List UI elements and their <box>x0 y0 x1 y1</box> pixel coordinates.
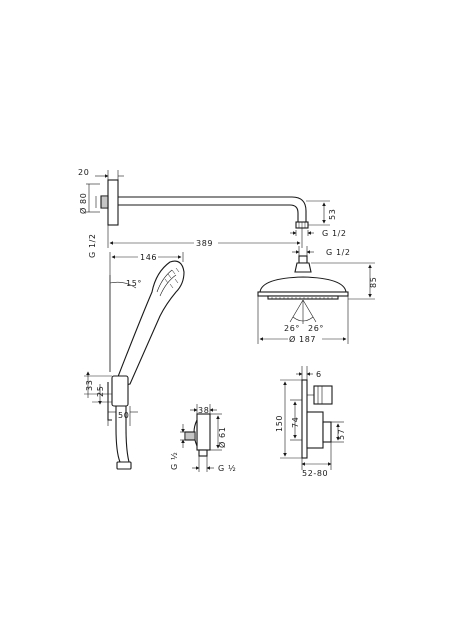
dim-hand-reach: 146 <box>140 253 157 262</box>
dim-valve-body-height: 74 <box>291 417 300 428</box>
dim-head-height: 85 <box>369 277 378 288</box>
arm-dimensions: 20 Ø 80 G 1/2 389 53 G 1/2 <box>78 168 347 258</box>
dim-head-angle-right: 26° <box>308 324 324 333</box>
outlet-dimensions: 38 Ø 61 G ½ G ½ <box>170 404 236 473</box>
dim-arm-thread: G 1/2 <box>88 233 97 258</box>
dim-hand-angle: 15° <box>126 279 142 288</box>
hand-shower <box>107 260 185 470</box>
dim-head-thread-right: G 1/2 <box>326 248 351 257</box>
dim-outlet-depth: 38 <box>198 406 209 415</box>
dim-valve-plate-height: 150 <box>275 415 284 432</box>
dim-valve-offset: 6 <box>316 370 322 379</box>
dim-arm-drop: 53 <box>328 209 337 220</box>
dim-head-diameter: Ø 187 <box>289 334 316 344</box>
dim-outlet-diameter: Ø 61 <box>217 427 227 448</box>
wall-outlet <box>184 413 211 457</box>
hand-dimensions: 146 15° 33 25 50 <box>84 252 184 426</box>
dim-outlet-thread-horizontal: G ½ <box>218 464 236 473</box>
dim-holder-height: 33 <box>85 380 94 391</box>
shower-arm <box>100 179 309 229</box>
dim-valve-depth: 52-80 <box>302 469 328 478</box>
dim-holder-width: 50 <box>118 411 129 420</box>
valve-dimensions: 6 150 74 57 52-80 <box>275 366 346 478</box>
dim-wall-flange-depth: 20 <box>78 168 89 177</box>
head-dimensions: G 1/2 85 26° 26° Ø 187 <box>257 246 378 344</box>
dim-holder-offset: 25 <box>96 386 105 397</box>
dim-head-angle-left: 26° <box>284 324 300 333</box>
dim-flange-diameter: Ø 80 <box>78 193 88 214</box>
thermostat-valve <box>301 379 333 459</box>
dim-head-thread-lower: G 1/2 <box>322 229 347 238</box>
dim-valve-handle-height: 57 <box>337 429 346 440</box>
dim-outlet-thread-vertical: G ½ <box>170 452 179 470</box>
dim-arm-length: 389 <box>196 239 213 248</box>
shower-head <box>257 255 349 300</box>
